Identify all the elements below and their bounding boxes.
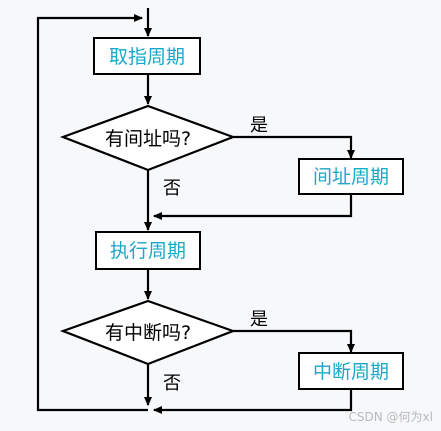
indirect-question-diamond [59, 104, 237, 172]
interrupt-cycle-label: 中断周期 [313, 361, 389, 383]
fetch-cycle-label: 取指周期 [109, 46, 185, 68]
indirect-cycle-node: 间址周期 [298, 158, 404, 195]
indirect-yes-label: 是 [250, 115, 268, 136]
indirect-cycle-label: 间址周期 [313, 166, 389, 188]
execute-cycle-node: 执行周期 [95, 231, 201, 270]
arrow-interrupt-yes-branch [233, 329, 355, 353]
loop-back-line [36, 14, 148, 412]
interrupt-no-label: 否 [163, 373, 181, 394]
interrupt-cycle-node: 中断周期 [298, 352, 404, 390]
interrupt-yes-label: 是 [250, 309, 268, 330]
interrupt-question-label: 有中断吗? [105, 322, 191, 344]
csdn-watermark: CSDN @何为xl [348, 410, 433, 424]
arrow-interrupt-cycle-return [153, 389, 353, 414]
fetch-cycle-node: 取指周期 [93, 37, 201, 75]
indirect-cycle-box [298, 158, 404, 195]
indirect-no-label: 否 [163, 178, 181, 199]
execute-cycle-box [95, 231, 201, 270]
arrow-indirect-cycle-return [153, 194, 353, 220]
interrupt-question-node: 有中断吗? [59, 299, 237, 366]
interrupt-cycle-box [298, 352, 404, 390]
indirect-question-node: 有间址吗? [59, 104, 237, 172]
indirect-question-label: 有间址吗? [105, 128, 191, 150]
fetch-cycle-box [93, 37, 201, 75]
arrow-indirect-yes-branch [233, 135, 355, 159]
execute-cycle-label: 执行周期 [110, 240, 186, 262]
interrupt-question-diamond [59, 299, 237, 366]
connector-lines [36, 8, 355, 414]
